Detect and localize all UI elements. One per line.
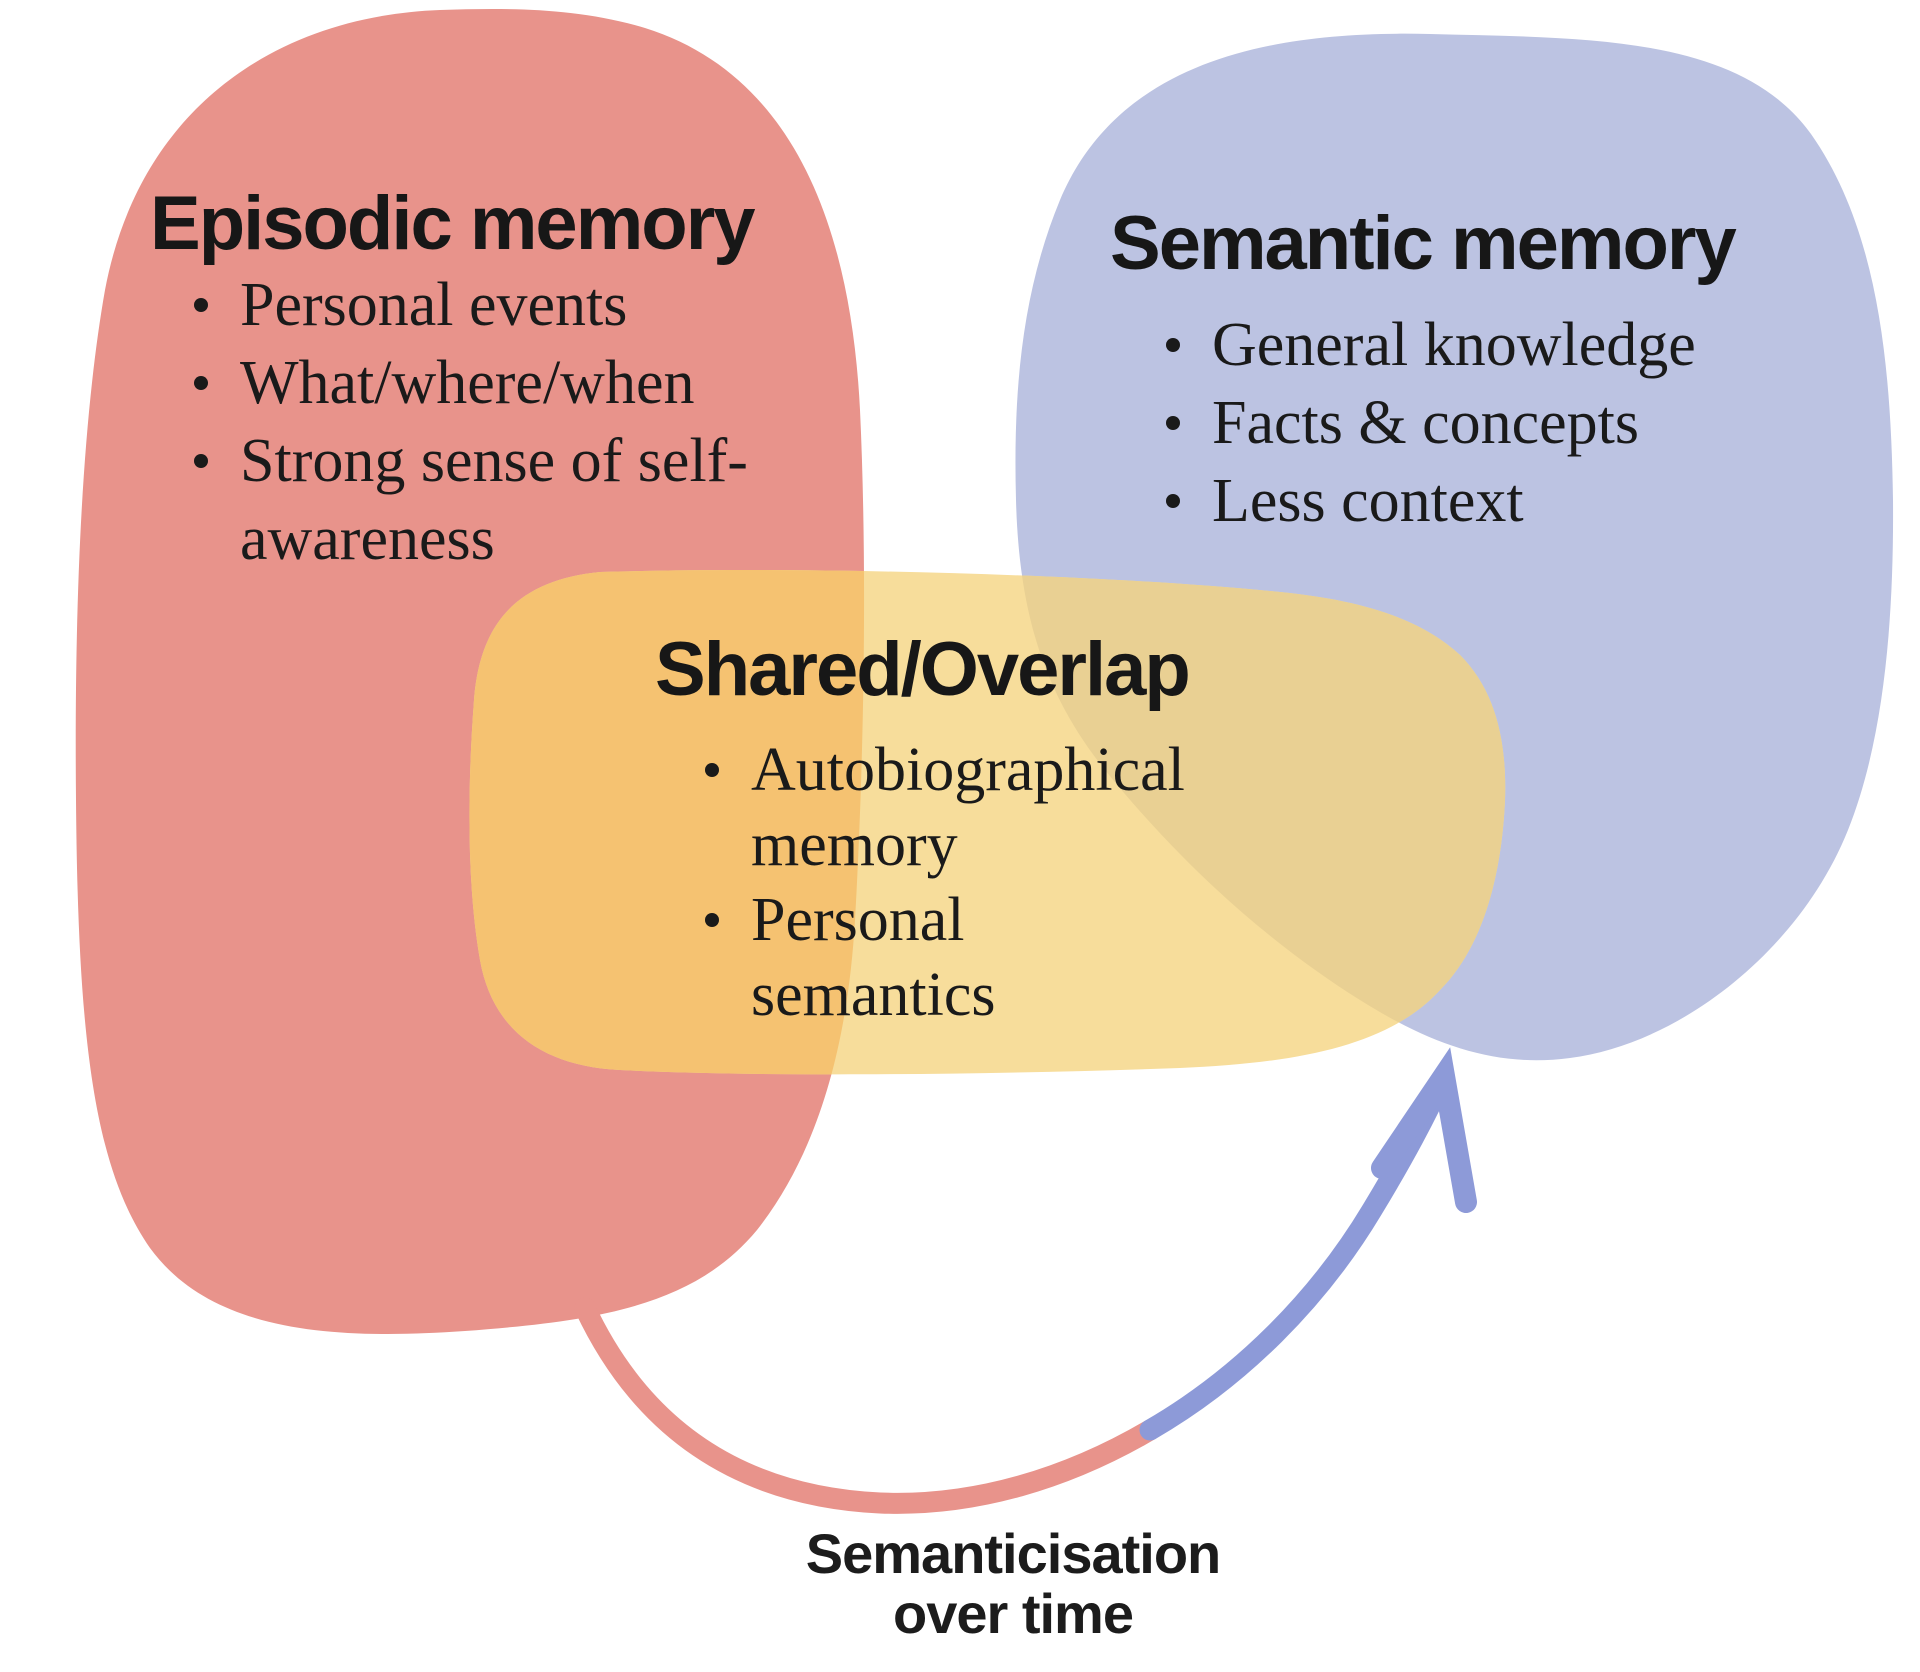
semantic-item: General knowledge xyxy=(1164,306,1804,384)
shared-title: Shared/Overlap xyxy=(655,627,1191,712)
semantic-title: Semantic memory xyxy=(1110,201,1737,286)
episodic-title: Episodic memory xyxy=(150,181,756,266)
semanticisation-label-line2: over time xyxy=(893,1582,1134,1645)
semanticisation-label-line1: Semanticisation xyxy=(805,1522,1221,1585)
episodic-item: Personal events xyxy=(192,266,822,344)
shared-item: Autobiographical memory xyxy=(703,733,1203,883)
shared-item: Personal semantics xyxy=(703,883,1203,1033)
episodic-item: Strong sense of self-awareness xyxy=(192,422,822,578)
semanticisation-label: Semanticisation over time xyxy=(803,1524,1223,1644)
overlap-on-episodic-region xyxy=(469,570,865,1075)
shared-bullet-list: Autobiographical memory Personal semanti… xyxy=(703,733,1203,1033)
arrowhead-icon xyxy=(1371,1047,1477,1213)
semantic-item: Less context xyxy=(1164,462,1804,540)
episodic-bullet-list: Personal events What/where/when Strong s… xyxy=(192,266,822,578)
semantic-bullet-list: General knowledge Facts & concepts Less … xyxy=(1164,306,1804,540)
episodic-item: What/where/when xyxy=(192,344,822,422)
semanticisation-arrow-red-segment xyxy=(574,1297,1161,1514)
semantic-item: Facts & concepts xyxy=(1164,384,1804,462)
